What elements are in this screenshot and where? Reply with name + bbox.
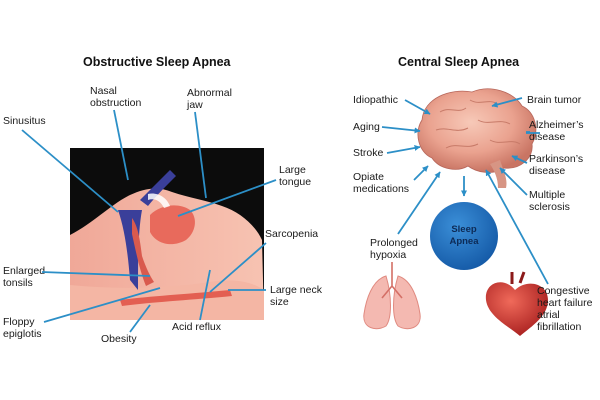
label-aging: Aging <box>353 121 380 133</box>
arrow-aging <box>382 127 420 131</box>
label-enlarged-tonsils-2: tonsils <box>3 277 33 289</box>
label-multiple-sclerosis-1: Multiple <box>529 189 565 201</box>
label-chf-3: atrial <box>537 309 560 321</box>
label-floppy-epiglotis-2: epiglotis <box>3 328 42 340</box>
label-abnormal-jaw-2: jaw <box>186 99 203 111</box>
label-sinusitus: Sinusitus <box>3 115 46 127</box>
central-title: Central Sleep Apnea <box>398 55 520 69</box>
label-chf-4: fibrillation <box>537 321 582 333</box>
arrow-stroke <box>387 147 420 153</box>
label-nasal-obstruction-2: obstruction <box>90 97 142 109</box>
label-large-neck-size-2: size <box>270 296 289 308</box>
label-parkinsons-2: disease <box>529 165 565 177</box>
label-abnormal-jaw-1: Abnormal <box>187 87 232 99</box>
brain-illustration <box>418 89 536 188</box>
label-hypoxia-1: Prolonged <box>370 237 418 249</box>
label-multiple-sclerosis-2: sclerosis <box>529 201 570 213</box>
label-idiopathic: Idiopathic <box>353 94 398 106</box>
label-large-tongue-1: Large <box>279 164 306 176</box>
label-obesity: Obesity <box>101 333 137 345</box>
label-sarcopenia: Sarcopenia <box>265 228 318 240</box>
obstructive-title: Obstructive Sleep Apnea <box>83 55 232 69</box>
label-enlarged-tonsils-1: Enlarged <box>3 265 45 277</box>
head-cross-section-illustration <box>70 148 264 320</box>
label-chf-2: heart failure <box>537 297 593 309</box>
label-opiate-2: medications <box>353 183 409 195</box>
label-hypoxia-2: hypoxia <box>370 249 406 261</box>
arrow-opiate <box>414 166 428 180</box>
sleep-apnea-label-1: Sleep <box>451 224 477 235</box>
label-floppy-epiglotis-1: Floppy <box>3 316 35 328</box>
lungs-illustration <box>364 262 420 329</box>
sleep-apnea-label-2: Apnea <box>449 236 479 247</box>
label-chf-1: Congestive <box>537 285 590 297</box>
label-large-tongue-2: tongue <box>279 176 311 188</box>
label-brain-tumor: Brain tumor <box>527 94 582 106</box>
label-large-neck-size-1: Large neck <box>270 284 323 296</box>
label-alzheimers-1: Alzheimer’s <box>529 119 583 131</box>
label-parkinsons-1: Parkinson’s <box>529 153 583 165</box>
label-stroke: Stroke <box>353 147 384 159</box>
label-acid-reflux: Acid reflux <box>172 321 222 333</box>
label-nasal-obstruction-1: Nasal <box>90 85 117 97</box>
label-opiate-1: Opiate <box>353 171 384 183</box>
